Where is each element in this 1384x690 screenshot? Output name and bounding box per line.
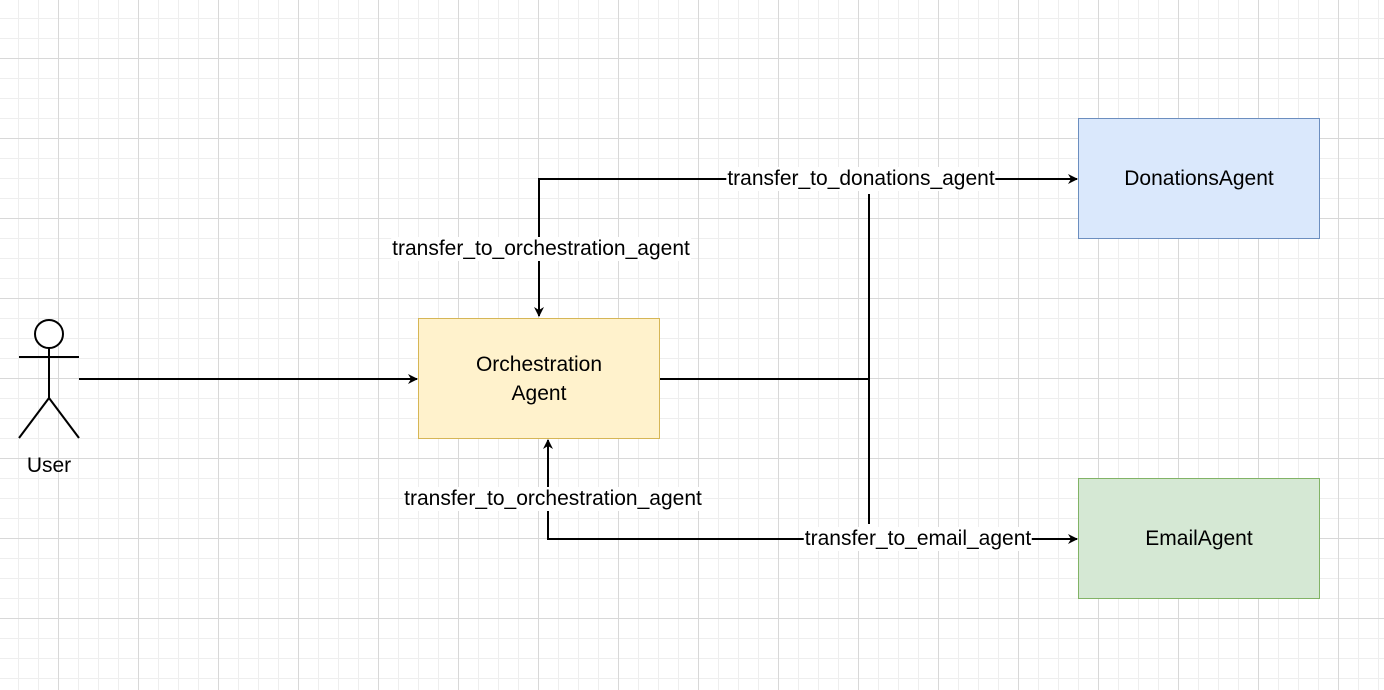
orchestration-agent-label: Orchestration Agent [475, 352, 603, 405]
edge-label-to-email: transfer_to_email_agent [803, 527, 1033, 551]
edge-label-email-to-orchestration: transfer_to_orchestration_agent [403, 487, 703, 511]
email-agent-label: EmailAgent [1145, 527, 1253, 550]
donations-agent-node[interactable]: DonationsAgent [1078, 118, 1320, 239]
edge-label-donations-to-orchestration: transfer_to_orchestration_agent [391, 237, 691, 261]
email-agent-node[interactable]: EmailAgent [1078, 478, 1320, 599]
edge-label-to-donations: transfer_to_donations_agent [726, 167, 996, 191]
orchestration-agent-node[interactable]: Orchestration Agent [418, 318, 660, 439]
actor-user-label: User [26, 454, 72, 477]
stick-figure-icon [18, 319, 80, 439]
donations-agent-label: DonationsAgent [1124, 167, 1274, 190]
